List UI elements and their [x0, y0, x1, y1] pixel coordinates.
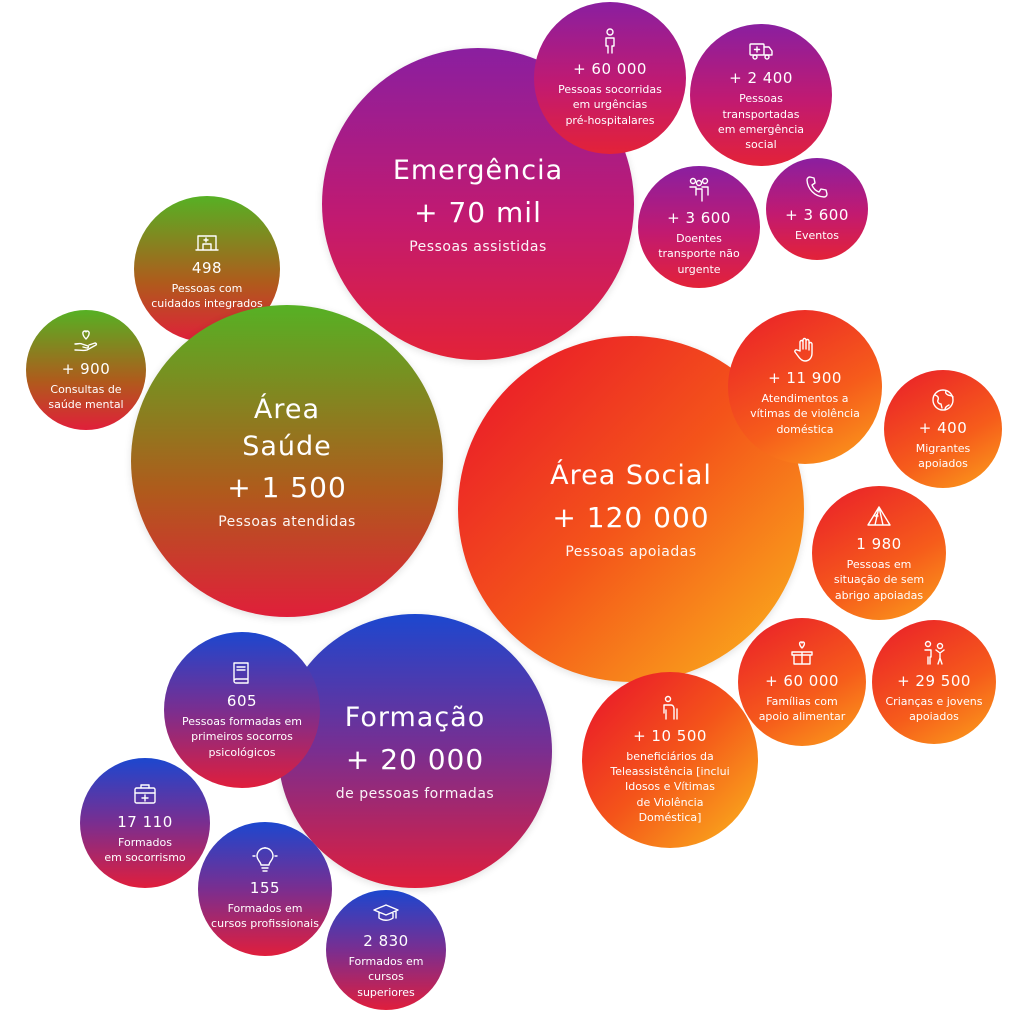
bubble-doentes: + 3 600 Doentes transporte não urgente — [638, 166, 760, 288]
bubble-psicologicos: 605 Pessoas formadas em primeiros socorr… — [164, 632, 320, 788]
bubble-desc: Consultas de saúde mental — [48, 382, 124, 411]
bubble-value: + 3 600 — [667, 208, 731, 227]
phone-icon — [804, 174, 830, 200]
bubble-value: 1 980 — [856, 534, 902, 553]
bubble-superiores: 2 830 Formados em cursos superiores — [326, 890, 446, 1010]
graduation-cap-icon — [373, 900, 399, 926]
bubble-value: + 400 — [918, 418, 968, 437]
bubble-socorridas: + 60 000 Pessoas socorridas em urgências… — [534, 2, 686, 154]
bubble-saude-mental: + 900 Consultas de saúde mental — [26, 310, 146, 430]
book-icon — [229, 660, 255, 686]
bubble-value: 17 110 — [117, 812, 173, 831]
bubble-value: 2 830 — [363, 931, 409, 950]
bubble-teleassistencia: + 10 500 beneficiários da Teleassistênci… — [582, 672, 758, 848]
bubble-familias: + 60 000 Famílias com apoio alimentar — [738, 618, 866, 746]
bubble-value: + 120 000 — [552, 500, 710, 534]
bubble-migrantes: + 400 Migrantes apoiados — [884, 370, 1002, 488]
bubble-value: + 70 mil — [414, 195, 542, 229]
children-icon — [921, 640, 947, 666]
bubble-desc: Formados em cursos superiores — [348, 954, 424, 999]
bubble-value: 498 — [191, 258, 223, 277]
bubble-value: + 2 400 — [729, 69, 793, 88]
bubble-profissionais: 155 Formados em cursos profissionais — [198, 822, 332, 956]
bubble-desc: beneficiários da Teleassistência [inclui… — [610, 749, 730, 825]
bubble-value: 155 — [249, 878, 281, 897]
bubble-desc: Pessoas atendidas — [218, 513, 356, 530]
people-group-icon — [686, 177, 712, 203]
bubble-desc: Pessoas em situação de sem abrigo apoiad… — [833, 557, 925, 602]
first-aid-kit-icon — [132, 781, 158, 807]
bubble-title: Emergência — [392, 155, 564, 187]
bubble-value: + 1 500 — [227, 470, 347, 504]
bubble-saude: Área Saúde + 1 500 Pessoas atendidas — [131, 305, 443, 617]
bubble-socorrismo: 17 110 Formados em socorrismo — [80, 758, 210, 888]
bubble-value: + 11 900 — [768, 368, 842, 387]
bubble-value: + 60 000 — [573, 59, 647, 78]
bubble-desc: Doentes transporte não urgente — [658, 231, 740, 276]
bubble-desc: Formados em socorrismo — [104, 835, 186, 864]
bubble-eventos: + 3 600 Eventos — [766, 158, 868, 260]
heart-hand-icon — [73, 328, 99, 354]
globe-icon — [930, 387, 956, 413]
bubble-title: Área Saúde — [242, 394, 332, 462]
bubble-value: + 20 000 — [345, 742, 485, 776]
bubble-desc: Pessoas socorridas em urgências pré-hosp… — [558, 82, 662, 127]
bubble-value: + 60 000 — [765, 671, 839, 690]
bubble-value: + 10 500 — [633, 726, 707, 745]
box-heart-icon — [789, 640, 815, 666]
bubble-value: + 3 600 — [785, 206, 849, 225]
tent-icon — [866, 503, 892, 529]
ambulance-icon — [748, 37, 774, 63]
bubble-desc: Pessoas assistidas — [409, 238, 547, 255]
bubble-desc: de pessoas formadas — [335, 785, 495, 802]
bubble-desc: Pessoas formadas em primeiros socorros p… — [182, 714, 302, 759]
bubble-desc: Famílias com apoio alimentar — [758, 694, 846, 723]
bubble-desc: Pessoas com cuidados integrados — [151, 281, 263, 310]
elderly-icon — [657, 695, 683, 721]
bubble-value: + 29 500 — [897, 671, 971, 690]
bubble-desc: Formados em cursos profissionais — [211, 901, 319, 930]
building-icon — [194, 227, 220, 253]
bubble-formacao: Formação + 20 000 de pessoas formadas — [278, 614, 552, 888]
bubble-desc: Crianças e jovens apoiados — [885, 694, 983, 723]
person-icon — [597, 28, 623, 54]
bubble-criancas: + 29 500 Crianças e jovens apoiados — [872, 620, 996, 744]
bubble-sem-abrigo: 1 980 Pessoas em situação de sem abrigo … — [812, 486, 946, 620]
bubble-value: 605 — [226, 691, 258, 710]
bubble-desc: Atendimentos a vítimas de violência domé… — [750, 391, 860, 436]
bubble-desc: Migrantes apoiados — [915, 441, 971, 470]
bubble-transportadas: + 2 400 Pessoas transportadas em emergên… — [690, 24, 832, 166]
hand-icon — [792, 337, 818, 363]
bubble-desc: Eventos — [795, 229, 839, 243]
bubble-violencia: + 11 900 Atendimentos a vítimas de violê… — [728, 310, 882, 464]
bubble-title: Formação — [344, 702, 486, 734]
lightbulb-icon — [252, 845, 278, 873]
bubble-title: Área Social — [550, 460, 712, 492]
bubble-value: + 900 — [61, 359, 111, 378]
bubble-desc: Pessoas apoiadas — [565, 543, 697, 560]
bubble-desc: Pessoas transportadas em emergência soci… — [717, 92, 805, 152]
